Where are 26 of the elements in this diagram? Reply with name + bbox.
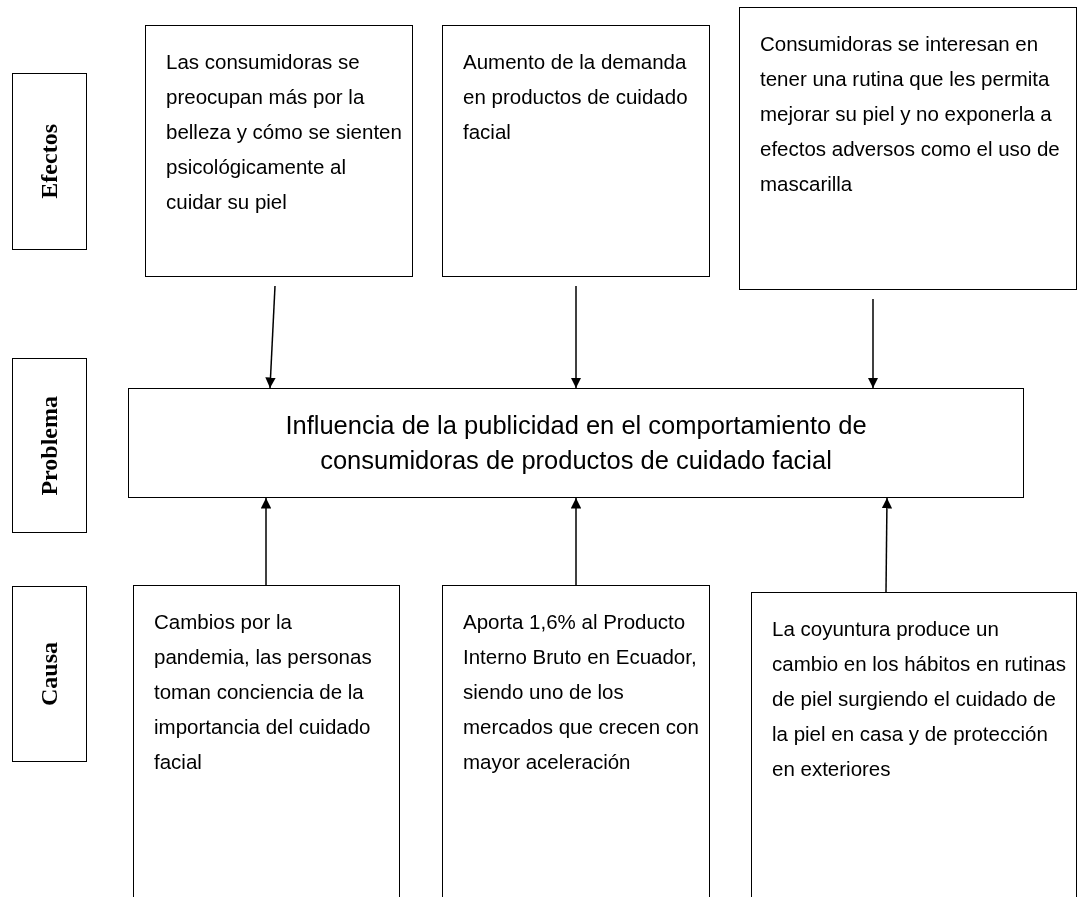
row-label: Causa: [36, 642, 63, 706]
text-box: [751, 592, 1077, 897]
arrow: [570, 497, 582, 586]
arrow: [867, 298, 879, 389]
box-text: Aumento de la demanda en productos de cuidado facial: [463, 50, 688, 143]
box-text: Influencia de la publicidad en el comportamiento de consumidoras de productos de cuidado facial: [284, 410, 868, 476]
arrow: [260, 497, 272, 586]
box-text: Consumidoras se interesan en tener una rutina que les permita mejorar su piel y no exponerla a efectos adversos como el uso de mascarilla: [760, 32, 1060, 195]
row-label-box: [12, 73, 87, 250]
text-box: [442, 25, 710, 277]
row-label-box: [12, 586, 87, 762]
text-box: [133, 585, 400, 897]
box-text: Las consumidoras se preocupan más por la belleza y cómo se sienten psicológicamente al cuidar su piel: [166, 50, 402, 213]
text-box: [442, 585, 710, 897]
problem-box: [128, 388, 1024, 498]
row-label: Efectos: [36, 124, 63, 199]
row-label-box: [12, 358, 87, 533]
arrow: [570, 285, 582, 389]
box-text: Aporta 1,6% al Producto Interno Bruto en Ecuador, siendo uno de los mercados que crecen con mayor aceleración: [463, 610, 699, 773]
text-box: [145, 25, 413, 277]
arrow: [265, 285, 276, 389]
text-box: [739, 7, 1077, 290]
arrow: [881, 497, 893, 593]
box-text: La coyuntura produce un cambio en los hábitos en rutinas de piel surgiendo el cuidado de la piel en casa y de protección en exteriores: [772, 617, 1066, 780]
row-label: Problema: [36, 395, 63, 496]
box-text: Cambios por la pandemia, las personas toman conciencia de la importancia del cuidado facial: [154, 610, 372, 773]
